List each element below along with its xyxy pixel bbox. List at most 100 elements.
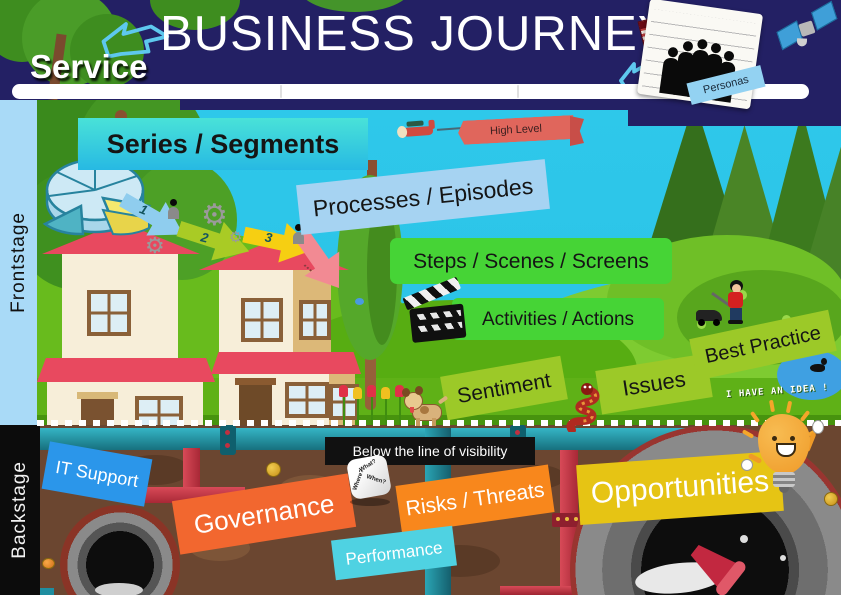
timeline-bar (12, 84, 809, 99)
governance-label: Governance (191, 488, 337, 540)
house-window (285, 382, 329, 418)
risks-threats-label: Risks / Threats (404, 477, 546, 521)
series-segments-plate: Series / Segments (78, 118, 368, 170)
frontstage-sidebar-label: Frontstage (7, 212, 29, 313)
pipe-bolt (515, 430, 520, 435)
timeline-divider (280, 85, 282, 98)
bird-icon (355, 298, 364, 305)
tulip-yellow (353, 387, 362, 399)
header-edge-strip (180, 100, 650, 110)
it-support-label: IT Support (54, 456, 140, 492)
flange-bolt (565, 517, 569, 521)
page-title: BUSINESS JOURNEY (160, 7, 672, 61)
processes-episodes-plate: Processes / Episodes (296, 159, 550, 235)
tunnel-left (60, 505, 180, 595)
mower-wheel (713, 319, 720, 326)
service-label: Service (30, 48, 148, 85)
backstage-sidebar-label: Backstage (9, 461, 30, 559)
high-level-label: High Level (489, 122, 543, 137)
lawn-mower-man (692, 280, 750, 330)
banner-towline (436, 127, 462, 131)
bulb-ray (768, 399, 776, 413)
duck-head (821, 358, 827, 365)
it-support-plate: IT Support (41, 441, 153, 507)
dice-icon: What? When? Where? (345, 453, 394, 507)
tulip-red (367, 385, 376, 397)
flange-bolt (574, 517, 578, 521)
pipe-bolt (225, 430, 230, 435)
splash-dot (780, 555, 786, 561)
tulip-stem (371, 395, 373, 425)
issues-label: Issues (620, 366, 688, 401)
tulip-red (339, 385, 348, 397)
activities-actions-plate: Activities / Actions (452, 298, 664, 340)
splash-dot (740, 535, 748, 543)
tulip-stem (343, 395, 345, 425)
satellite-dish (796, 38, 808, 47)
house-door-lintel (235, 378, 276, 385)
man-shirt (728, 292, 743, 308)
bulb-glove (812, 420, 824, 434)
bulb-ray (749, 410, 761, 424)
flange-bolt (556, 517, 560, 521)
visibility-label: Below the line of visibility (352, 443, 508, 459)
line-of-visibility (37, 420, 841, 426)
tulip-stem (385, 397, 387, 425)
bulb-mouth (776, 443, 796, 457)
steps-scenes-label: Steps / Scenes / Screens (413, 249, 649, 273)
house-left (37, 220, 217, 425)
bulb-ray (741, 429, 755, 439)
lightbulb-character (740, 398, 832, 498)
steps-scenes-plate: Steps / Scenes / Screens (390, 238, 672, 284)
mower-wheel (698, 319, 705, 326)
house-door-lintel (77, 392, 118, 399)
coin-icon (266, 462, 281, 477)
figure-icon (168, 199, 179, 219)
plane-tail (428, 119, 435, 130)
frontstage-sidebar: Frontstage (0, 100, 37, 425)
satellite-body (798, 20, 816, 38)
backstage-sidebar: Backstage (0, 425, 40, 595)
dog-icon (402, 386, 449, 428)
dog-ear (402, 388, 410, 397)
dog-leg (432, 418, 436, 426)
high-level-banner: High Level (457, 115, 574, 145)
pipe-joint (220, 425, 236, 455)
teal-pipe-sliver (40, 588, 54, 595)
dog-ear (415, 386, 423, 395)
tulips (337, 383, 415, 425)
dice-shadow (350, 498, 390, 506)
tunnel-splash (95, 583, 143, 595)
activities-actions-label: Activities / Actions (481, 308, 635, 330)
tulip-stem (399, 395, 401, 425)
duck-icon (810, 364, 825, 372)
bulb-ray (785, 400, 793, 414)
figure-icon (293, 224, 304, 244)
bulb-eye (772, 436, 777, 441)
bulb-glove (741, 459, 753, 471)
house-window (241, 298, 283, 342)
coin-icon (824, 492, 838, 506)
house-window (299, 300, 331, 340)
risks-threats-plate: Risks / Threats (395, 464, 555, 534)
snake-icon (566, 383, 600, 432)
house-window (87, 290, 131, 336)
pipe-bolt (225, 443, 230, 448)
tulip-yellow (381, 387, 390, 399)
biplane-icon (394, 116, 440, 143)
man-legs (730, 308, 742, 320)
house-roof-band (211, 352, 361, 374)
backstage-scene: Below the line of visibility What? When?… (40, 425, 841, 595)
clapperboard-icon (402, 276, 475, 347)
gear-icon: ⚙ (145, 234, 165, 259)
dog-leg (416, 418, 420, 426)
tulip-red (395, 385, 404, 397)
man-shoes (728, 320, 743, 324)
frontstage-scene: 1 2 3 ... ⚙ ⚙ ⚙ High Level Series / Segm… (37, 100, 841, 425)
series-segments-label: Series / Segments (106, 128, 340, 159)
banner-fold (570, 116, 584, 146)
bulb-tip (779, 487, 789, 493)
gear-icon: ⚙ (201, 198, 228, 233)
tulip-stem (357, 397, 359, 425)
